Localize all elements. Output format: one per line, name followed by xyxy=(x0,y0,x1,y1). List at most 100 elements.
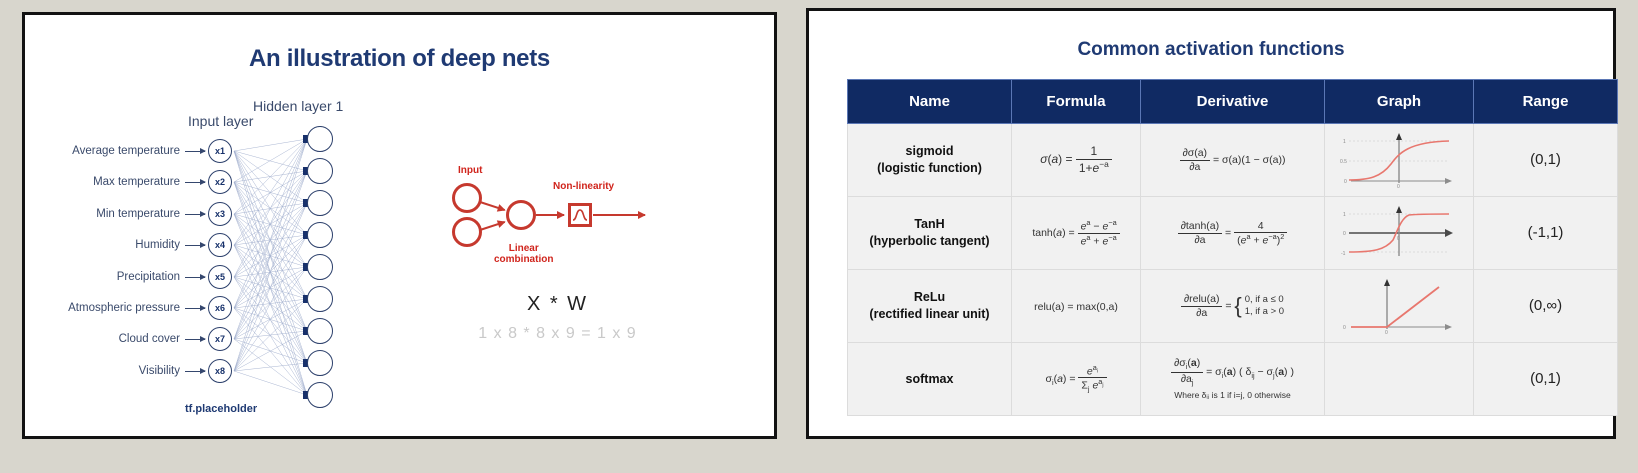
cell-graph xyxy=(1324,342,1474,416)
input-node: x6 xyxy=(208,296,232,320)
hidden-node xyxy=(307,382,333,408)
input-feature-label: Average temperature xyxy=(72,145,180,157)
relu-graph: 0 0 xyxy=(1339,277,1459,335)
svg-text:1: 1 xyxy=(1343,212,1346,218)
hidden-node xyxy=(307,126,333,152)
svg-text:0: 0 xyxy=(1343,325,1346,331)
function-name: TanH xyxy=(914,217,945,232)
cell-name: softmax xyxy=(847,342,1012,416)
svg-text:0: 0 xyxy=(1397,236,1400,242)
svg-text:0: 0 xyxy=(1385,330,1388,335)
column-header-derivative: Derivative xyxy=(1140,79,1325,124)
activation-functions-table: Name Formula Derivative Graph Range sigm… xyxy=(847,79,1618,416)
formula-relu: relu(a) = max(0,a) xyxy=(1034,301,1118,313)
non-linearity-label: Non-linearity xyxy=(553,181,615,192)
hidden-node xyxy=(307,158,333,184)
input-node: x1 xyxy=(208,139,232,163)
svg-text:0.5: 0.5 xyxy=(1340,159,1347,165)
hidden-node xyxy=(307,222,333,248)
cell-graph: 1 0 -1 0 xyxy=(1324,196,1474,270)
range-value: (0,1) xyxy=(1530,151,1561,168)
hidden-node xyxy=(307,286,333,312)
derivative-tanh: ∂tanh(a)∂a = 4(ea + e−a)2 xyxy=(1177,220,1288,246)
cell-name: TanH (hyperbolic tangent) xyxy=(847,196,1012,270)
input-arrow xyxy=(185,211,206,217)
column-header-formula: Formula xyxy=(1011,79,1141,124)
linear-combination-line2: combination xyxy=(494,254,554,265)
range-value: (-1,1) xyxy=(1527,224,1564,241)
cell-derivative: ∂σi(a)∂aj = σi(a) ( δij − σj(a) ) Where … xyxy=(1140,342,1325,416)
svg-text:1: 1 xyxy=(1343,139,1346,145)
hidden-layer-caption: Hidden layer 1 xyxy=(253,98,344,114)
page-title: An illustration of deep nets xyxy=(249,45,550,72)
function-subtitle: (logistic function) xyxy=(877,161,982,175)
derivative-sigmoid: ∂σ(a)∂a = σ(a)(1 − σ(a)) xyxy=(1179,147,1285,173)
input-node: x7 xyxy=(208,327,232,351)
input-arrow xyxy=(185,242,206,248)
cell-derivative: ∂relu(a)∂a = { 0, if a ≤ 0 1, if a > 0 xyxy=(1140,269,1325,343)
input-arrow xyxy=(185,368,206,374)
relu-case-2: 1, if a > 0 xyxy=(1244,306,1285,317)
sigmoid-graph: 1 0.5 0 0 xyxy=(1339,131,1459,189)
neuron-sum-circle xyxy=(506,200,536,230)
input-arrow xyxy=(185,274,206,280)
column-header-range: Range xyxy=(1473,79,1618,124)
tf-placeholder-label: tf.placeholder xyxy=(185,403,258,415)
input-feature-label: Max temperature xyxy=(93,176,180,188)
neuron-output-line xyxy=(593,210,646,219)
input-node: x3 xyxy=(208,202,232,226)
neural-network-diagram: Input layer Hidden layer 1 Average tempe… xyxy=(25,15,445,442)
matrix-dimensions: 1 x 8 * 8 x 9 = 1 x 9 xyxy=(478,325,637,342)
neuron-input-circle-top xyxy=(452,183,482,213)
cell-graph: 0 0 xyxy=(1324,269,1474,343)
table-row: ReLu (rectified linear unit) relu(a) = m… xyxy=(847,269,1618,343)
softmax-note: Where δᵢⱼ is 1 if i=j, 0 otherwise xyxy=(1174,390,1291,401)
input-feature-label: Atmospheric pressure xyxy=(68,302,180,314)
neuron-edge-bottom xyxy=(479,221,506,231)
neuron-schematic: Input Non-linearity Linear combination xyxy=(450,165,650,285)
cell-range: (0,1) xyxy=(1473,123,1618,197)
input-arrow xyxy=(185,305,206,311)
deep-nets-slide: An illustration of deep nets Input layer… xyxy=(22,12,777,439)
derivative-relu: ∂relu(a)∂a = { 0, if a ≤ 0 1, if a > 0 xyxy=(1180,293,1284,319)
table-row: TanH (hyperbolic tangent) tanh(a) = ea −… xyxy=(847,196,1618,270)
cell-range: (0,1) xyxy=(1473,342,1618,416)
cell-name: ReLu (rectified linear unit) xyxy=(847,269,1012,343)
relu-case-1: 0, if a ≤ 0 xyxy=(1244,293,1284,305)
hidden-node xyxy=(307,318,333,344)
neuron-input-circle-bottom xyxy=(452,217,482,247)
column-header-graph: Graph xyxy=(1324,79,1474,124)
linear-combination-line1: Linear xyxy=(508,243,539,254)
function-subtitle: (rectified linear unit) xyxy=(869,307,990,321)
cell-range: (-1,1) xyxy=(1473,196,1618,270)
input-layer-caption: Input layer xyxy=(188,113,254,129)
input-node: x2 xyxy=(208,170,232,194)
hidden-node xyxy=(307,254,333,280)
matrix-expression: X * W xyxy=(526,293,589,315)
neuron-to-activation-line xyxy=(536,210,565,219)
tanh-graph: 1 0 -1 0 xyxy=(1339,204,1459,262)
input-feature-label: Precipitation xyxy=(116,271,180,283)
function-name: softmax xyxy=(905,371,954,386)
activation-function-box xyxy=(568,203,592,227)
cell-range: (0,∞) xyxy=(1473,269,1618,343)
svg-text:0: 0 xyxy=(1343,231,1346,237)
svg-text:0: 0 xyxy=(1397,184,1400,189)
range-value: (0,∞) xyxy=(1528,297,1563,314)
activation-table-title: Common activation functions xyxy=(1077,39,1345,60)
function-name: ReLu xyxy=(913,290,946,305)
synapse-lines xyxy=(233,135,311,399)
input-feature-label: Humidity xyxy=(135,239,180,251)
input-feature-label: Min temperature xyxy=(96,208,180,220)
cell-name: sigmoid (logistic function) xyxy=(847,123,1012,197)
hidden-node xyxy=(307,350,333,376)
input-arrow xyxy=(185,179,206,185)
function-subtitle: (hyperbolic tangent) xyxy=(869,234,990,248)
input-node: x8 xyxy=(208,359,232,383)
